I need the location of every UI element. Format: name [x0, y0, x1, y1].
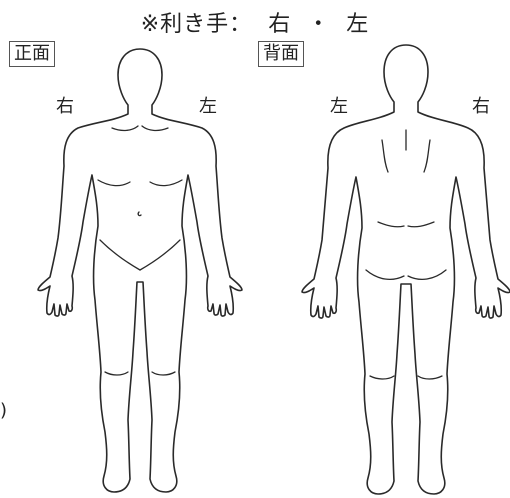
- front-navel: [137, 211, 142, 217]
- back-knee-right: [417, 375, 443, 380]
- back-buttock-crease-left: [365, 269, 405, 281]
- front-view-label: 正面: [9, 41, 55, 67]
- dominant-hand-label: ※利き手：: [140, 12, 253, 37]
- back-knee-left: [369, 375, 395, 380]
- front-groin-left: [99, 239, 141, 271]
- front-knee-left: [104, 371, 129, 376]
- dominant-hand-prompt: ※利き手： 右 ・ 左: [0, 6, 510, 38]
- front-left-side-label: 左: [199, 96, 217, 117]
- dominant-hand-separator: ・: [307, 12, 331, 37]
- front-groin-right: [139, 239, 181, 271]
- back-scapula-right: [423, 139, 431, 173]
- back-left-side-label: 左: [330, 96, 348, 117]
- back-lumbar-right: [407, 221, 435, 228]
- front-chest-right: [149, 179, 183, 187]
- back-body-outline: [301, 44, 510, 495]
- back-right-side-label: 右: [472, 96, 490, 117]
- back-view-label: 背面: [258, 41, 304, 67]
- front-clavicle-right: [141, 125, 169, 132]
- front-body-figure[interactable]: [37, 48, 243, 493]
- dominant-hand-option-left[interactable]: 左: [346, 12, 370, 37]
- dominant-hand-option-right[interactable]: 右: [268, 12, 292, 37]
- margin-bracket: ): [0, 400, 8, 421]
- back-scapula-left: [381, 139, 389, 173]
- front-chest-left: [97, 179, 131, 187]
- front-knee-right: [151, 371, 176, 376]
- front-clavicle-left: [111, 125, 139, 132]
- front-body-outline: [37, 48, 243, 493]
- front-right-side-label: 右: [56, 96, 74, 117]
- back-body-figure[interactable]: [301, 44, 510, 495]
- back-lumbar-left: [377, 221, 405, 228]
- back-buttock-crease-right: [407, 269, 447, 281]
